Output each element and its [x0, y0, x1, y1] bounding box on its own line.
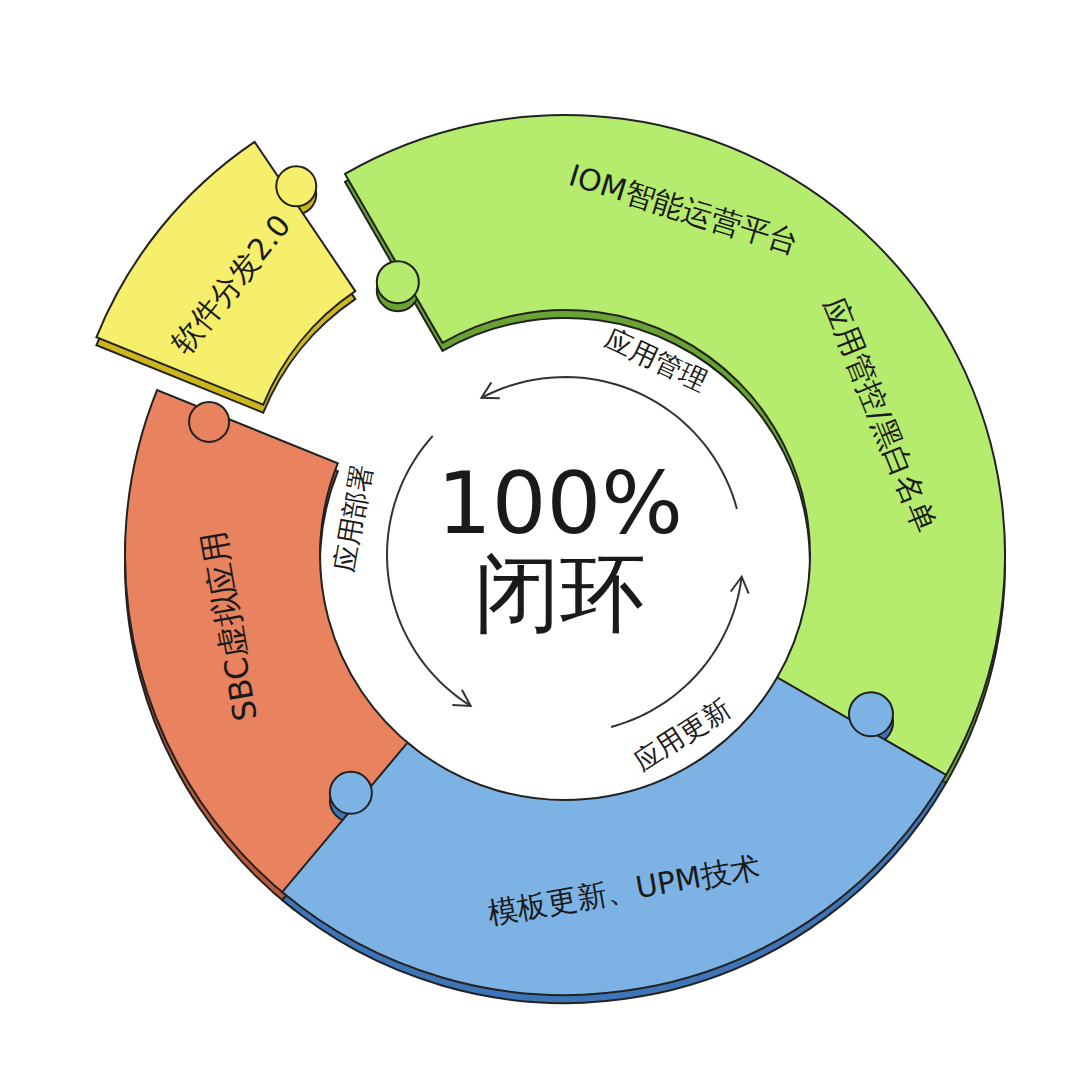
- segment-face: [345, 115, 1005, 775]
- ring-segment: 模板更新、UPM技术: [250, 620, 1010, 1060]
- arrow-head: [481, 382, 499, 398]
- puzzle-knob: [849, 692, 893, 736]
- puzzle-knob: [189, 402, 229, 442]
- segment-group: [345, 115, 1005, 783]
- center-title: 100% 闭环: [437, 458, 683, 639]
- segment-shape: [250, 620, 1010, 1060]
- segment-face: [96, 142, 355, 405]
- segment-group: [96, 142, 355, 413]
- cycle-label: 应用部署: [329, 462, 377, 574]
- puzzle-knob: [330, 772, 372, 814]
- puzzle-knob: [377, 261, 419, 303]
- arrow-head: [731, 577, 749, 594]
- puzzle-knob: [276, 166, 316, 206]
- segment-group: [282, 678, 946, 1004]
- arrow-head: [452, 690, 470, 706]
- segment-face: [282, 678, 946, 996]
